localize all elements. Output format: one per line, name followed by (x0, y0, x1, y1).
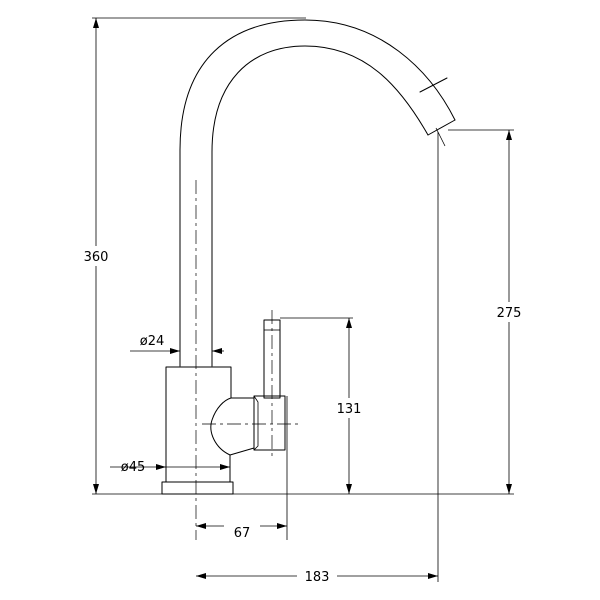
lever-chamfer (253, 395, 259, 451)
dim-183-label: 183 (305, 570, 330, 585)
extension-lines (92, 17, 514, 582)
dim-spout-diameter: ø24 (130, 334, 224, 354)
spout-inner-edge (211, 45, 429, 367)
dim-handle-offset: 67 (196, 523, 287, 543)
dim-spout-height: 275 (490, 130, 528, 494)
spout-tip (419, 77, 456, 136)
dim-o45-label: ø45 (121, 460, 146, 475)
dim-total-height: 360 (78, 18, 114, 494)
dim-131-label: 131 (337, 402, 362, 417)
lever-hub (210, 397, 255, 456)
spout-outer-edge (179, 19, 456, 367)
dim-spout-reach: 183 (196, 566, 438, 586)
dim-o24-label: ø24 (140, 334, 165, 349)
dim-67-label: 67 (234, 526, 251, 541)
dim-275-label: 275 (497, 306, 522, 321)
centre-lines (195, 180, 300, 540)
dim-360-label: 360 (84, 250, 109, 265)
lever-housing (253, 395, 286, 451)
dim-body-diameter: ø45 (110, 460, 230, 475)
faucet-outline (161, 19, 456, 495)
dim-handle-height: 131 (331, 318, 367, 494)
base-plate (161, 481, 234, 495)
spout-tip-hatch (435, 127, 446, 147)
